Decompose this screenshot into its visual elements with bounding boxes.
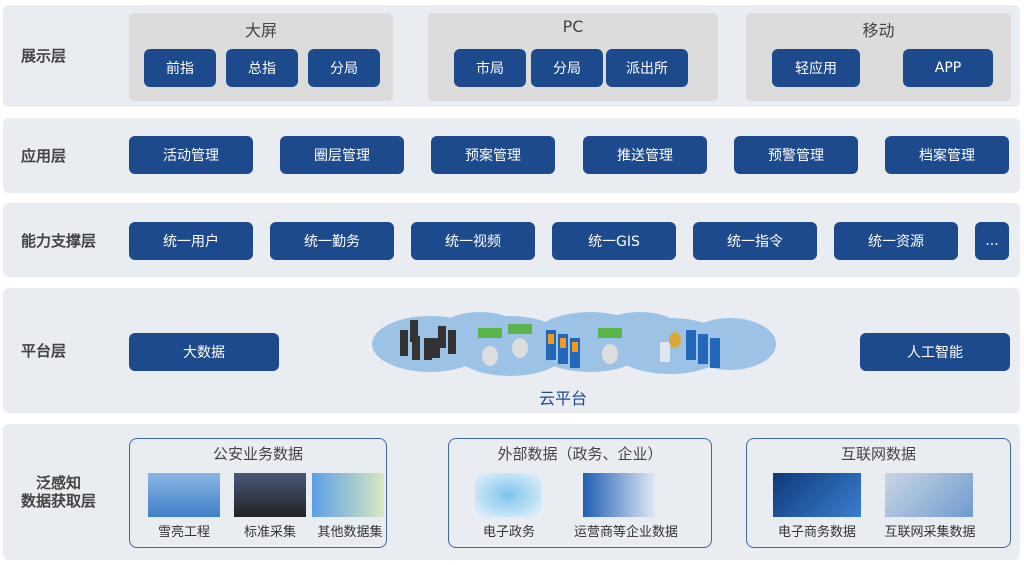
btn-fenju[interactable]: 分局 xyxy=(308,49,380,87)
source-internet: 互联网数据 电子商务数据 互联网采集数据 xyxy=(746,438,1011,548)
group-title: 移动 xyxy=(862,21,895,40)
layer-label: 平台层 xyxy=(21,342,67,360)
layer-label: 能力支撑层 xyxy=(21,232,97,250)
btn-alert-mgmt[interactable]: 预警管理 xyxy=(734,136,858,174)
btn-fenju-pc[interactable]: 分局 xyxy=(531,49,603,87)
capability-layer: 能力支撑层 统一用户 统一勤务 统一视频 统一GIS 统一指令 统一资源 ... xyxy=(3,203,1020,277)
source-external: 外部数据（政务、企业） 电子政务 运营商等企业数据 xyxy=(448,438,712,548)
ecommerce-image xyxy=(773,473,861,517)
carrier-image xyxy=(583,473,655,517)
web-crawl-image xyxy=(885,473,973,517)
btn-unified-duty[interactable]: 统一勤务 xyxy=(270,222,394,260)
caption: 运营商等企业数据 xyxy=(573,525,678,540)
map-image xyxy=(312,473,384,517)
display-layer: 展示层 大屏 前指 总指 分局 PC 市局 分局 派出所 移动 轻应用 APP xyxy=(3,5,1020,107)
egov-image xyxy=(475,473,541,517)
source-police: 公安业务数据 雪亮工程 标准采集 其他数据集 xyxy=(129,438,387,548)
camera-image xyxy=(148,473,220,517)
source-title: 公安业务数据 xyxy=(212,445,303,463)
btn-big-data[interactable]: 大数据 xyxy=(129,333,279,371)
database-icon xyxy=(478,324,532,366)
server-rack-icon xyxy=(400,320,456,360)
cloud-platform-label: 云平台 xyxy=(538,389,587,408)
group-big-screen: 大屏 前指 总指 分局 xyxy=(129,13,393,101)
layer-label: 泛感知数据获取层 xyxy=(21,474,97,510)
caption: 互联网采集数据 xyxy=(884,525,976,540)
btn-unified-user[interactable]: 统一用户 xyxy=(129,222,253,260)
cloud-platform-icon xyxy=(372,312,776,376)
btn-push-mgmt[interactable]: 推送管理 xyxy=(583,136,707,174)
layer-label: 展示层 xyxy=(21,47,67,65)
caption: 电子商务数据 xyxy=(777,525,856,540)
btn-light-app[interactable]: 轻应用 xyxy=(772,49,860,87)
caption: 电子政务 xyxy=(482,525,535,540)
group-mobile: 移动 轻应用 APP xyxy=(746,13,1011,101)
btn-unified-video[interactable]: 统一视频 xyxy=(411,222,535,260)
btn-qianzhi[interactable]: 前指 xyxy=(144,49,216,87)
btn-ai[interactable]: 人工智能 xyxy=(860,333,1010,371)
source-title: 外部数据（政务、企业） xyxy=(497,445,663,463)
btn-zongzhi[interactable]: 总指 xyxy=(226,49,298,87)
collection-image xyxy=(234,473,306,517)
caption: 标准采集 xyxy=(243,525,296,540)
btn-circle-mgmt[interactable]: 圈层管理 xyxy=(280,136,404,174)
layer-label: 应用层 xyxy=(21,147,67,165)
btn-archive-mgmt[interactable]: 档案管理 xyxy=(885,136,1009,174)
caption: 其他数据集 xyxy=(317,525,383,540)
btn-shiju[interactable]: 市局 xyxy=(454,49,526,87)
app-os-icon xyxy=(546,330,580,368)
platform-layer: 平台层 大数据 人工智能 云平台 xyxy=(3,288,1020,413)
source-title: 互联网数据 xyxy=(840,445,916,463)
btn-paichusuo[interactable]: 派出所 xyxy=(606,49,688,87)
perception-layer: 泛感知数据获取层 公安业务数据 雪亮工程 标准采集 其他数据集 外部数据（政务、… xyxy=(3,424,1020,560)
caption: 雪亮工程 xyxy=(157,525,210,540)
btn-unified-resource[interactable]: 统一资源 xyxy=(834,222,958,260)
btn-more[interactable]: ... xyxy=(975,222,1009,260)
btn-plan-mgmt[interactable]: 预案管理 xyxy=(431,136,555,174)
application-layer: 应用层 活动管理 圈层管理 预案管理 推送管理 预警管理 档案管理 xyxy=(3,118,1020,193)
btn-app[interactable]: APP xyxy=(903,49,993,87)
group-title: PC xyxy=(562,17,584,36)
group-title: 大屏 xyxy=(244,21,277,40)
btn-unified-command[interactable]: 统一指令 xyxy=(693,222,817,260)
group-pc: PC 市局 分局 派出所 xyxy=(428,13,718,101)
btn-activity-mgmt[interactable]: 活动管理 xyxy=(129,136,253,174)
btn-unified-gis[interactable]: 统一GIS xyxy=(552,222,676,260)
